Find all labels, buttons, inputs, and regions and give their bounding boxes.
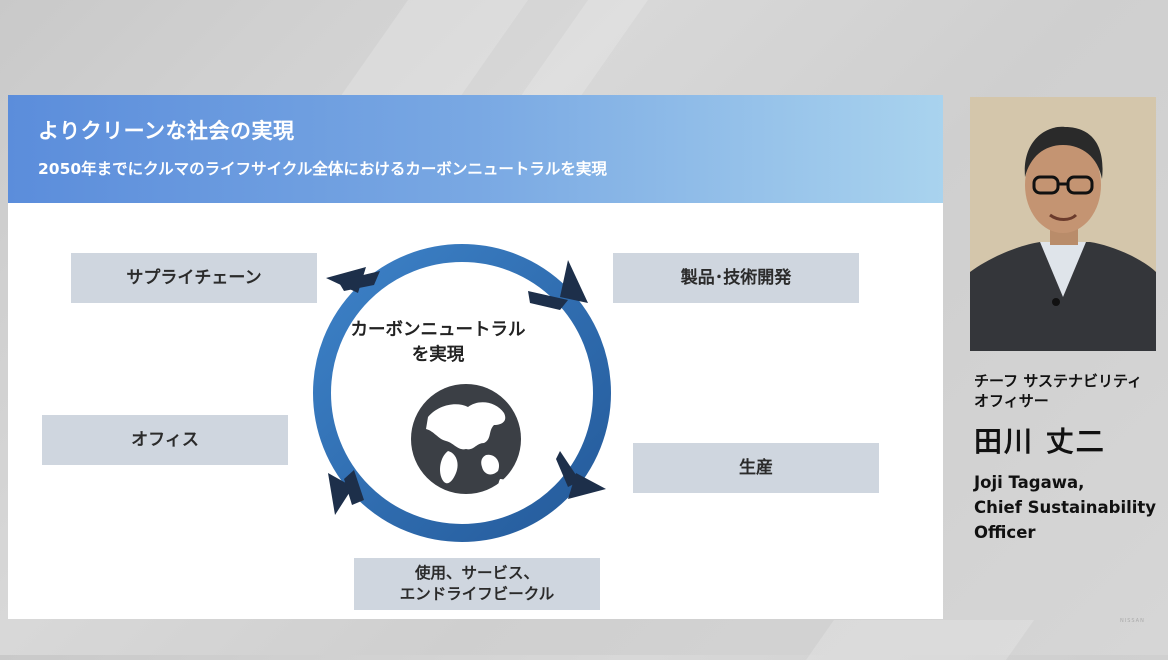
speaker-video	[970, 97, 1156, 351]
center-label: カーボンニュートラル を実現	[338, 318, 538, 369]
slide-title: よりクリーンな社会の実現	[38, 119, 295, 143]
speaker-name-jp: 田川 丈二	[974, 425, 1106, 458]
background-stripe	[337, 0, 543, 100]
speaker-name-en-line2: Chief Sustainability	[974, 497, 1157, 517]
slide-header: よりクリーンな社会の実現 2050年までにクルマのライフサイクル全体におけるカー…	[8, 95, 943, 203]
speaker-name-en-line3: Officer	[974, 522, 1036, 542]
stage-supply-chain: サプライチェーン	[71, 253, 317, 303]
slide-subtitle: 2050年までにクルマのライフサイクル全体におけるカーボンニュートラルを実現	[38, 160, 607, 178]
stage-usage-line2: エンドライフビークル	[399, 585, 555, 603]
cycle-arrowhead-top-left-tail	[338, 271, 380, 291]
speaker-title-jp-line2: オフィサー	[974, 391, 1049, 410]
stage-usage: 使用、サービス、 エンドライフビークル	[354, 558, 600, 610]
cycle-arrowhead-bottom-right-tail	[556, 451, 580, 487]
background-stripe	[517, 0, 663, 100]
globe-icon	[411, 384, 521, 494]
speaker-name-en-line1: Joji Tagawa,	[974, 473, 1085, 492]
stage-usage-line1: 使用、サービス、	[414, 564, 539, 583]
speaker-portrait	[970, 97, 1156, 351]
brand-watermark: NISSAN	[1120, 618, 1145, 624]
cycle-arrowhead-top-right	[560, 260, 588, 303]
presentation-slide: よりクリーンな社会の実現 2050年までにクルマのライフサイクル全体におけるカー…	[8, 95, 943, 619]
center-label-line1: カーボンニュートラル	[350, 320, 526, 340]
cycle-arrowhead-top-right-tail	[528, 291, 568, 310]
speaker-title-jp: チーフ サステナビリティ オフィサー	[974, 372, 1164, 411]
stage-production: 生産	[633, 443, 879, 493]
speaker-name-en: Joji Tagawa, Chief Sustainability Office…	[974, 471, 1166, 545]
cycle-arrowhead-bottom-left-tail	[344, 470, 364, 505]
cycle-arrows-icon	[313, 244, 611, 542]
stage-product-tech: 製品･技術開発	[613, 253, 859, 303]
background-stripe	[805, 620, 1035, 660]
stage-office: オフィス	[42, 415, 288, 465]
speaker-title-jp-line1: チーフ サステナビリティ	[974, 372, 1143, 390]
center-label-line2: を実現	[411, 345, 465, 366]
